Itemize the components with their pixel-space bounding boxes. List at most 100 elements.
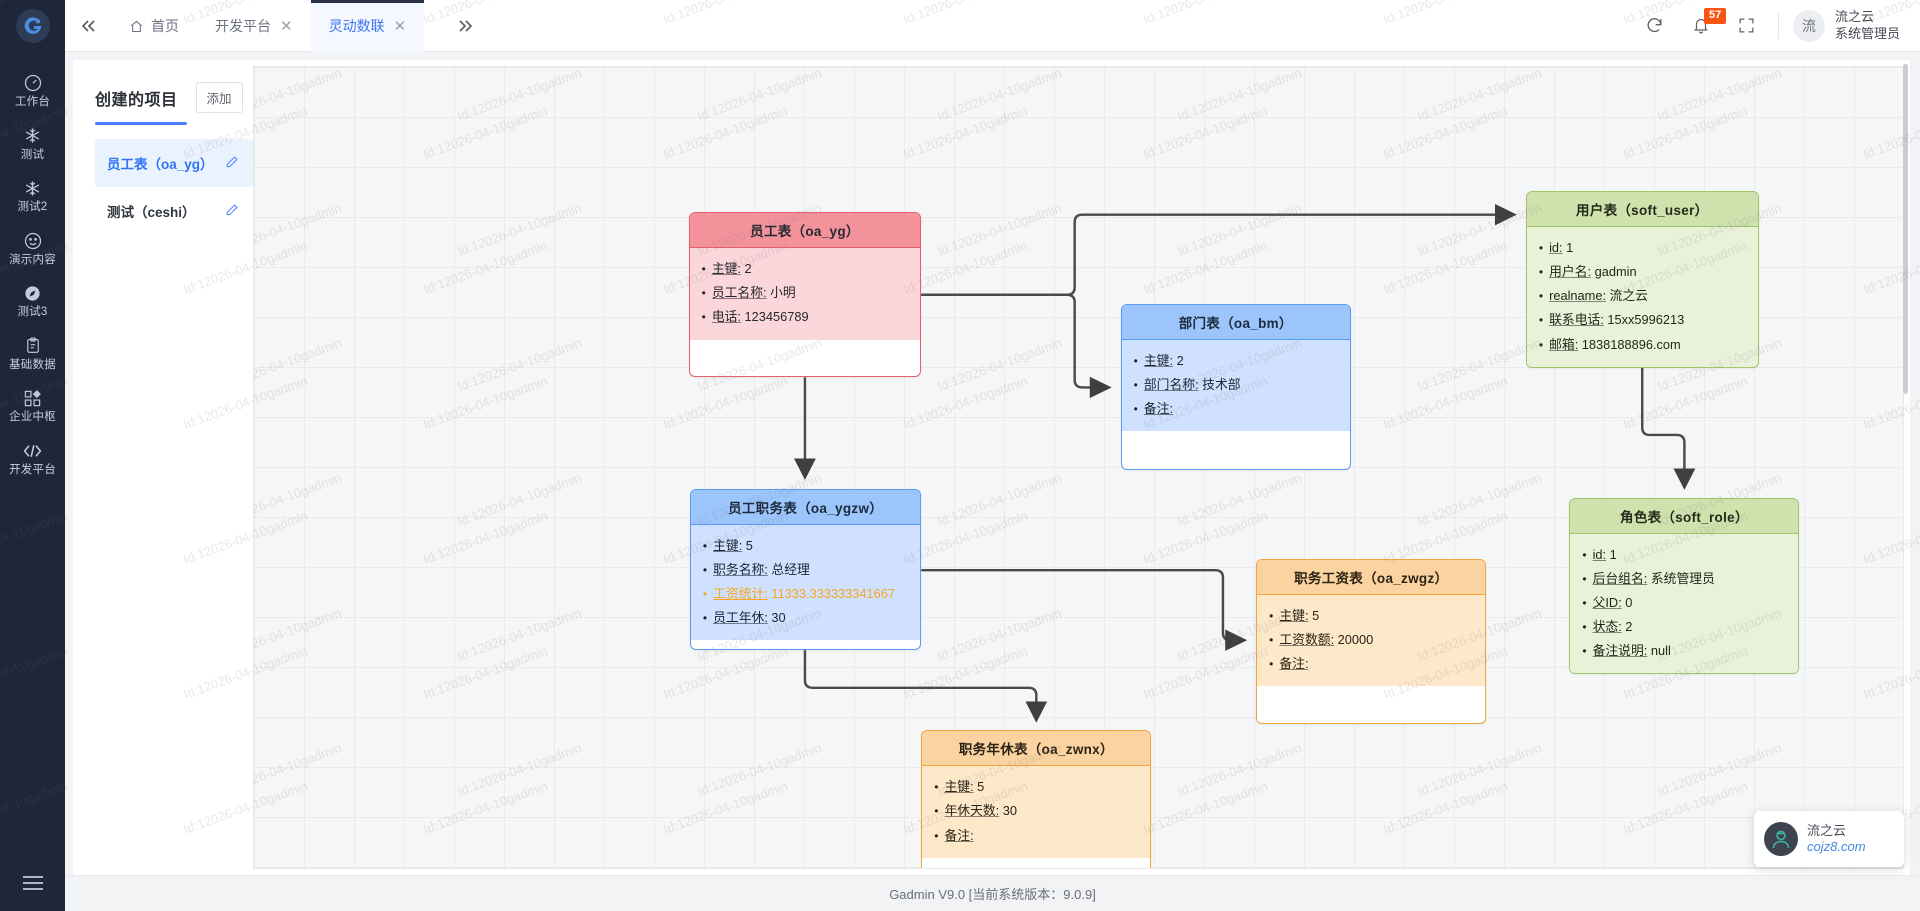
- watermark-text: Id:12026-04-10gadmin: [1655, 740, 1784, 799]
- watermark-text: Id:12026-04-10gadmin: [254, 335, 344, 394]
- er-node-body: 主键: 5年休天数: 30 备注:: [922, 766, 1151, 858]
- sidebar-item-5[interactable]: 测试3: [0, 274, 65, 327]
- app-logo[interactable]: [0, 0, 65, 52]
- field-value: gadmin: [1591, 264, 1637, 280]
- projects-panel: 创建的项目 添加 员工表（oa_yg）测试（ceshi）: [73, 60, 253, 875]
- sidebar-item-1[interactable]: 工作台: [0, 64, 65, 117]
- notifications-button[interactable]: 57: [1678, 0, 1727, 52]
- sidebar-item-label: 基础数据: [9, 358, 56, 371]
- field-key: 父ID:: [1592, 594, 1622, 610]
- watermark-text: Id:12026-04-10gadmin: [254, 200, 344, 259]
- fullscreen-button[interactable]: [1724, 0, 1770, 52]
- field-value: 1: [1606, 546, 1617, 562]
- sidebar-collapse-button[interactable]: [65, 0, 111, 51]
- snowflake-icon: [23, 126, 42, 146]
- er-node-oa_bm[interactable]: 部门表（oa_bm）主键: 2部门名称: 技术部备注:: [1120, 303, 1351, 470]
- er-node-field: 主键: 5: [934, 775, 1138, 799]
- er-node-field: 年休天数: 30: [934, 799, 1138, 823]
- sidebar-item-4[interactable]: 演示内容: [0, 222, 65, 275]
- sidebar-item-label: 开发平台: [9, 463, 56, 476]
- er-node-body: 主键: 2员工名称: 小明电话: 123456789: [689, 248, 921, 340]
- field-value: 2: [1621, 619, 1633, 634]
- tabs-overflow-button[interactable]: [442, 0, 488, 51]
- sidebar-item-7[interactable]: 企业中枢: [0, 379, 65, 432]
- field-value: 30: [999, 803, 1018, 819]
- er-node-field: 后台组名: 系统管理员: [1582, 567, 1786, 591]
- add-project-button[interactable]: 添加: [195, 82, 243, 113]
- er-node-oa_zwnx[interactable]: 职务年休表（oa_zwnx）主键: 5年休天数: 30备注:: [921, 730, 1152, 868]
- canvas-scrollbar[interactable]: [1903, 64, 1908, 871]
- project-list-item[interactable]: 测试（ceshi）: [95, 187, 253, 235]
- er-node-body: id: 1用户名: gadminrealname: 流之云联系电话: 15xx5…: [1526, 226, 1758, 367]
- grid-icon: [23, 388, 42, 408]
- er-node-soft_user[interactable]: 用户表（soft_user）id: 1用户名: gadminrealname: …: [1525, 190, 1759, 368]
- field-key: 备注:: [944, 827, 974, 843]
- project-list-item[interactable]: 员工表（oa_yg）: [95, 139, 253, 187]
- user-info: 流之云 系统管理员: [1835, 9, 1900, 41]
- er-node-title: 员工职务表（oa_ygzw）: [690, 489, 921, 525]
- sidebar-item-6[interactable]: 基础数据: [0, 327, 65, 380]
- er-node-body: id: 1后台组名: 系统管理员父ID: 0状态: 2备注说明: null: [1570, 533, 1799, 674]
- canvas-scrollbar-thumb[interactable]: [1903, 64, 1908, 394]
- sidebar-item-label: 测试: [20, 148, 45, 161]
- field-value: 20000: [1334, 632, 1374, 648]
- field-key: 工资数额:: [1279, 632, 1335, 648]
- watermark-text: Id:12026-04-10gadmin: [1415, 200, 1544, 259]
- er-node-field: 用户名: gadmin: [1539, 260, 1746, 284]
- diagram-container[interactable]: 员工表（oa_yg）主键: 2员工名称: 小明电话: 123456789 用户表（…: [253, 60, 1910, 875]
- er-node-field: 工资统计: 11333.333333341667: [703, 582, 908, 606]
- er-canvas[interactable]: 员工表（oa_yg）主键: 2员工名称: 小明电话: 123456789 用户表（…: [253, 66, 1904, 869]
- sidebar-item-label: 企业中枢: [9, 411, 56, 423]
- double-chevron-left-icon: [81, 19, 95, 32]
- er-node-title: 职务工资表（oa_zwgz）: [1257, 559, 1486, 595]
- field-value: 5: [742, 537, 753, 553]
- tab-3[interactable]: 灵动数联 ✕: [310, 0, 425, 52]
- pencil-icon[interactable]: [225, 155, 239, 172]
- left-sidebar: 工作台测试测试2 演示内容测试3 基础数据企业中枢开发平台: [0, 0, 65, 911]
- smiley-icon: [23, 231, 43, 251]
- user-role: 系统管理员: [1834, 26, 1900, 41]
- er-node-oa_yg[interactable]: 员工表（oa_yg）主键: 2员工名称: 小明电话: 123456789: [688, 212, 922, 378]
- pencil-icon[interactable]: [225, 203, 239, 220]
- project-list: 员工表（oa_yg）测试（ceshi）: [95, 139, 253, 235]
- sidebar-item-2[interactable]: 测试: [0, 117, 65, 170]
- watermark-text: Id:12026-04-10gadmin: [1415, 740, 1544, 799]
- er-node-soft_role[interactable]: 角色表（soft_role）id: 1后台组名: 系统管理员父ID: 0状态: …: [1569, 497, 1800, 675]
- sidebar-item-label: 测试3: [17, 306, 48, 318]
- er-node-field: 状态: 2: [1582, 615, 1786, 639]
- tab-close-icon[interactable]: ✕: [280, 17, 293, 35]
- field-key: 主键:: [711, 261, 741, 277]
- er-node-field: 主键: 5: [703, 534, 908, 558]
- sidebar-nav: 工作台测试测试2 演示内容测试3 基础数据企业中枢开发平台: [0, 64, 65, 484]
- sidebar-item-label: 测试2: [17, 201, 48, 213]
- er-node-oa_ygzw[interactable]: 员工职务表（oa_ygzw）主键: 5职务名称: 总经理工资统计: 11333.…: [689, 488, 922, 651]
- sidebar-item-3[interactable]: 测试2: [0, 169, 65, 222]
- field-value: 123456789: [740, 309, 809, 325]
- support-chat-widget[interactable]: 流之云 cojz8.com: [1754, 811, 1904, 867]
- er-node-body: 主键: 2部门名称: 技术部备注:: [1121, 339, 1350, 431]
- er-node-field: id: 1: [1539, 236, 1746, 260]
- support-site: cojz8.com: [1807, 838, 1866, 854]
- watermark-text: Id:12026-04-10gadmin: [254, 67, 344, 124]
- er-node-field: 备注:: [934, 824, 1138, 848]
- watermark-text: Id:12026-04-10gadmin: [935, 470, 1064, 529]
- sidebar-item-8[interactable]: 开发平台: [0, 432, 65, 485]
- field-key: 工资统计:: [713, 586, 768, 602]
- field-key: 主键:: [1143, 352, 1174, 368]
- er-node-oa_zwgz[interactable]: 职务工资表（oa_zwgz）主键: 5工资数额: 20000备注:: [1256, 558, 1487, 725]
- refresh-button[interactable]: [1632, 0, 1678, 52]
- tab-close-icon[interactable]: ✕: [393, 17, 407, 35]
- tab-1[interactable]: 首页: [111, 0, 197, 52]
- field-key: 员工名称:: [711, 285, 767, 301]
- field-key: 主键:: [713, 537, 743, 553]
- tab-2[interactable]: 开发平台✕: [197, 0, 311, 52]
- field-key: 后台组名:: [1592, 570, 1648, 586]
- code-icon: [22, 441, 43, 461]
- field-value: 小明: [766, 285, 796, 301]
- content-area: 创建的项目 添加 员工表（oa_yg）测试（ceshi）: [65, 52, 1920, 875]
- watermark-text: Id:12026-04-10gadmin: [455, 740, 584, 799]
- user-menu[interactable]: 流 流之云 系统管理员: [1792, 9, 1900, 42]
- sidebar-menu-toggle[interactable]: [0, 855, 65, 911]
- home-icon: [129, 19, 144, 34]
- tab-label: 灵动数联: [328, 18, 385, 34]
